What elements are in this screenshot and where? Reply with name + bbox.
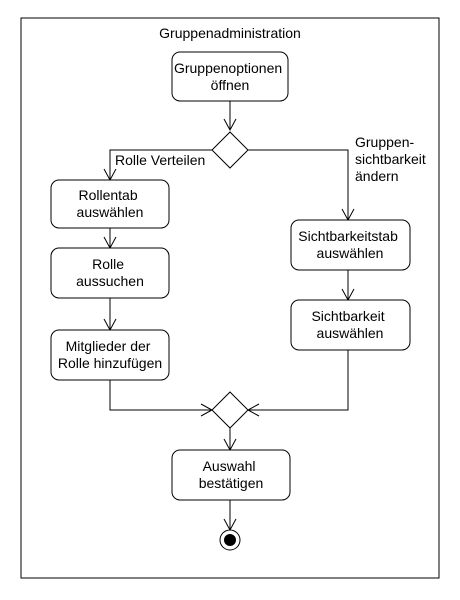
frame-title: Gruppenadministration: [159, 25, 301, 41]
edge-add-to-merge: [109, 380, 212, 411]
frame-border: [20, 17, 440, 579]
action-line: auswählen: [317, 245, 384, 261]
action-open-options: Gruppenoptionen öffnen: [171, 51, 289, 102]
action-add-members: Mitglieder der Rolle hinzufügen: [50, 329, 170, 381]
svg-text:Gruppenoptionen öffnen: Gruppenoptionen öffnen: [174, 60, 286, 93]
guard-label-left: Rolle Verteilen: [115, 152, 205, 168]
svg-text:Mitglieder der Rolle hin: Mitglieder der Rolle hinzufügen: [58, 338, 162, 371]
edge-visibility-to-merge: [248, 350, 349, 411]
action-line: öffnen: [211, 77, 250, 93]
action-line: Rolle: [92, 256, 124, 272]
arrowhead: [223, 118, 237, 132]
guard-line: sichtbarkeit: [355, 151, 426, 167]
guard-line: Gruppen-: [355, 134, 414, 150]
action-line: auswählen: [317, 325, 384, 341]
final-node: [219, 529, 241, 551]
merge-node: [211, 391, 249, 429]
action-line: Sichtbarkeit: [311, 308, 384, 324]
action-search-role: Rolle aussuchen: [50, 247, 170, 299]
action-line: Sichtbarkeitstab: [298, 228, 398, 244]
svg-text:Rollentab auswählen: Rollentab auswählen: [77, 187, 144, 220]
action-line: Rollentab: [78, 187, 137, 203]
svg-text:Sichtbarkeit auswählen: Sichtbarkeit auswählen: [311, 308, 388, 341]
action-line: Auswahl: [203, 458, 256, 474]
guard-line: ändern: [355, 168, 399, 184]
decision-node: [211, 131, 249, 169]
svg-text:Auswahl bestätigen: Auswahl bestätigen: [199, 458, 264, 491]
action-line: aussuchen: [76, 273, 144, 289]
action-confirm: Auswahl bestätigen: [171, 449, 291, 501]
edges: [109, 101, 349, 530]
edge-decision-to-role-tab: [109, 149, 212, 180]
guard-label-right: Gruppen- sichtbarkeit ändern: [355, 134, 430, 184]
action-select-visibility: Sichtbarkeit auswählen: [290, 299, 411, 351]
svg-text:Rolle aussuchen: Rolle aussuchen: [76, 256, 144, 289]
action-line: auswählen: [77, 204, 144, 220]
action-select-role-tab: Rollentab auswählen: [50, 179, 170, 229]
action-line: Gruppenoptionen: [174, 60, 282, 76]
action-select-visibility-tab: Sichtbarkeitstab auswählen: [290, 219, 411, 271]
action-line: Rolle hinzufügen: [58, 355, 162, 371]
action-line: Mitglieder der: [66, 338, 151, 354]
edge-decision-to-visibility-tab: [248, 149, 349, 220]
action-line: bestätigen: [199, 475, 264, 491]
svg-text:Sichtbarkeitstab auswähl: Sichtbarkeitstab auswählen: [298, 228, 402, 261]
